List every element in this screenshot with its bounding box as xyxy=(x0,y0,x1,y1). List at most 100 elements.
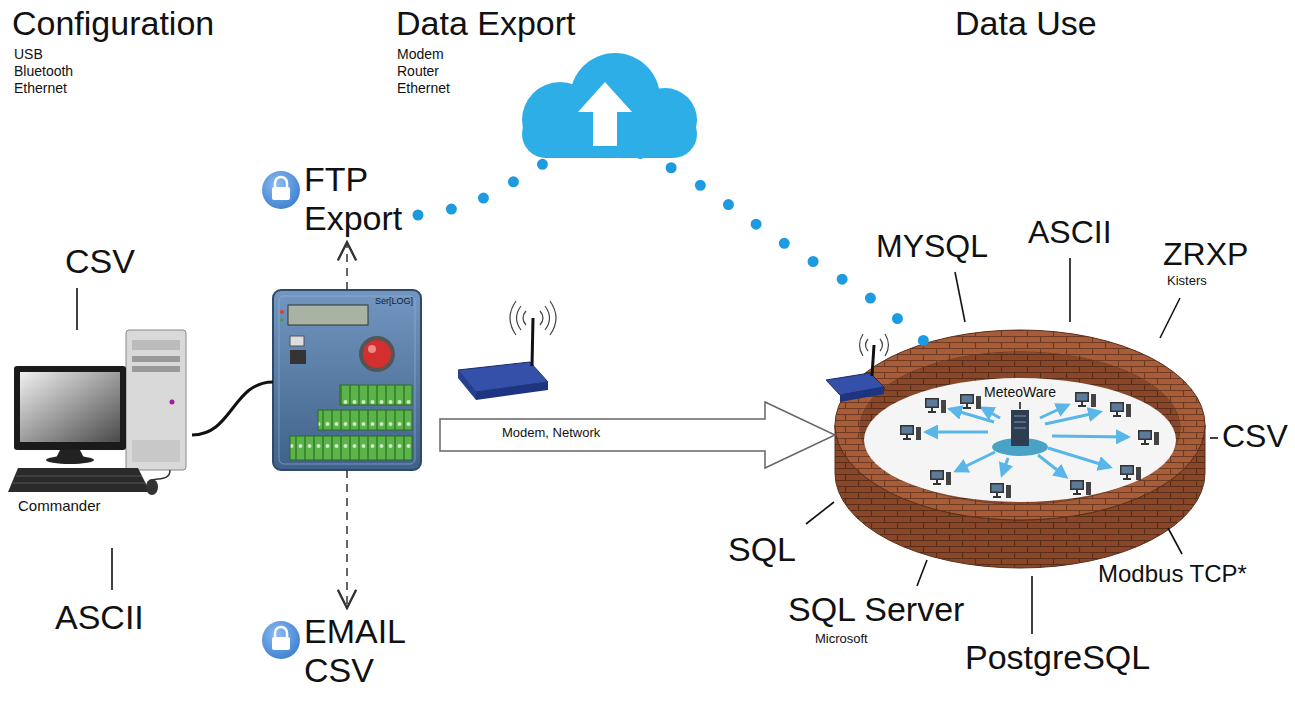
router-icon xyxy=(476,382,548,400)
network-illustration xyxy=(1110,402,1131,417)
router-icon xyxy=(826,334,889,402)
brick-ring xyxy=(864,378,1176,502)
vendor-note: Microsoft xyxy=(815,632,868,647)
connector-label: Modem, Network xyxy=(500,426,602,441)
format-label: Modbus TCP* xyxy=(1098,560,1247,588)
network-illustration xyxy=(1075,392,1096,407)
data-logger-illustration xyxy=(359,336,395,372)
network-illustration xyxy=(1070,480,1091,495)
network-illustration xyxy=(1045,412,1100,424)
format-label: CSV xyxy=(1222,418,1288,455)
interface-item: Modem xyxy=(397,46,444,62)
leader-line xyxy=(1160,298,1180,338)
data-logger-illustration xyxy=(273,290,421,470)
network-illustration xyxy=(1019,402,1021,409)
lock-icon xyxy=(275,177,287,188)
network-illustration xyxy=(900,425,921,440)
format-label: SQL Server xyxy=(788,590,964,629)
router-icon xyxy=(510,301,556,335)
computer-node: Commander xyxy=(10,325,192,525)
section-heading: Data Use xyxy=(955,4,1097,43)
ftp-export-node: FTP Export xyxy=(304,160,418,238)
data-logger-illustration xyxy=(363,340,391,368)
network-illustration xyxy=(1052,436,1128,437)
data-logger-illustration xyxy=(280,310,284,314)
section-heading: Configuration xyxy=(12,4,214,43)
format-label: PostgreSQL xyxy=(965,638,1150,677)
dotted-link xyxy=(418,146,926,343)
computer-illustration xyxy=(8,330,186,495)
leader-line xyxy=(1168,528,1182,554)
computer-illustration xyxy=(20,372,120,442)
leader-line xyxy=(111,548,113,590)
interface-item: Ethernet xyxy=(14,80,67,96)
format-label: ZRXP xyxy=(1163,236,1248,273)
cloud-upload-icon xyxy=(578,82,632,146)
network-illustration xyxy=(1014,416,1026,428)
network-illustration xyxy=(1038,455,1066,477)
data-logger-illustration xyxy=(290,336,304,346)
computer-illustration xyxy=(8,468,150,492)
computer-illustration xyxy=(132,366,180,372)
network-illustration xyxy=(900,392,1159,498)
lock-icon xyxy=(272,637,290,650)
lock-icon xyxy=(275,627,287,638)
data-logger-illustration xyxy=(273,290,421,470)
computer-illustration xyxy=(46,456,94,464)
network-illustration xyxy=(1011,410,1029,446)
interface-item: Ethernet xyxy=(397,80,450,96)
computer-illustration xyxy=(14,366,126,450)
computer-illustration xyxy=(126,330,186,470)
brick-ring xyxy=(835,330,1205,520)
router-icon xyxy=(532,318,533,366)
lock-icon xyxy=(272,187,290,200)
lock-icon xyxy=(262,621,300,659)
computer-illustration xyxy=(170,400,175,405)
device-label: Ser[LOG] xyxy=(375,296,413,306)
router-icon xyxy=(840,387,884,402)
format-label: MYSQL xyxy=(876,228,988,265)
export-label: EMAIL CSV xyxy=(304,612,418,690)
interface-item: USB xyxy=(14,46,43,62)
meteoware-ring-node: MeteoWare xyxy=(835,330,1205,570)
format-label: ASCII xyxy=(55,598,144,637)
leader-line xyxy=(77,258,1218,634)
computer-illustration xyxy=(132,340,180,350)
data-logger-illustration xyxy=(318,410,412,430)
data-logger-illustration xyxy=(280,318,284,322)
export-label: FTP Export xyxy=(304,160,418,238)
brick-ring xyxy=(860,352,1180,504)
leader-line xyxy=(955,272,965,322)
network-illustration xyxy=(925,398,946,413)
brick-ring xyxy=(835,330,1205,568)
network-illustration xyxy=(1002,458,1008,475)
email-export-node: EMAIL CSV xyxy=(304,612,418,690)
format-label: ASCII xyxy=(1028,214,1112,251)
network-illustration xyxy=(956,452,995,471)
data-logger-node: Ser[LOG] xyxy=(273,290,421,470)
computer-illustration xyxy=(13,476,146,483)
network-illustration xyxy=(1048,448,1110,467)
network-illustration xyxy=(1138,430,1159,445)
network-illustration xyxy=(960,394,981,409)
network-illustration xyxy=(1040,405,1068,418)
computer-illustration xyxy=(132,440,180,462)
leader-line xyxy=(1031,576,1033,634)
leader-line xyxy=(806,502,834,524)
format-label: CSV xyxy=(65,242,135,281)
computer-illustration xyxy=(132,356,180,362)
section-heading: Data Export xyxy=(396,4,576,43)
node-caption: Commander xyxy=(18,497,101,514)
network-illustration xyxy=(926,405,1128,477)
lock-icon xyxy=(262,171,300,209)
lock-icon xyxy=(262,171,300,209)
router-icon xyxy=(872,345,874,376)
vendor-note: Kisters xyxy=(1167,274,1207,289)
cloud-upload-icon xyxy=(522,53,697,158)
data-logger-illustration xyxy=(288,305,368,325)
server-label: MeteoWare xyxy=(981,384,1059,400)
router-icon xyxy=(860,334,889,356)
lock-icon xyxy=(262,621,300,659)
